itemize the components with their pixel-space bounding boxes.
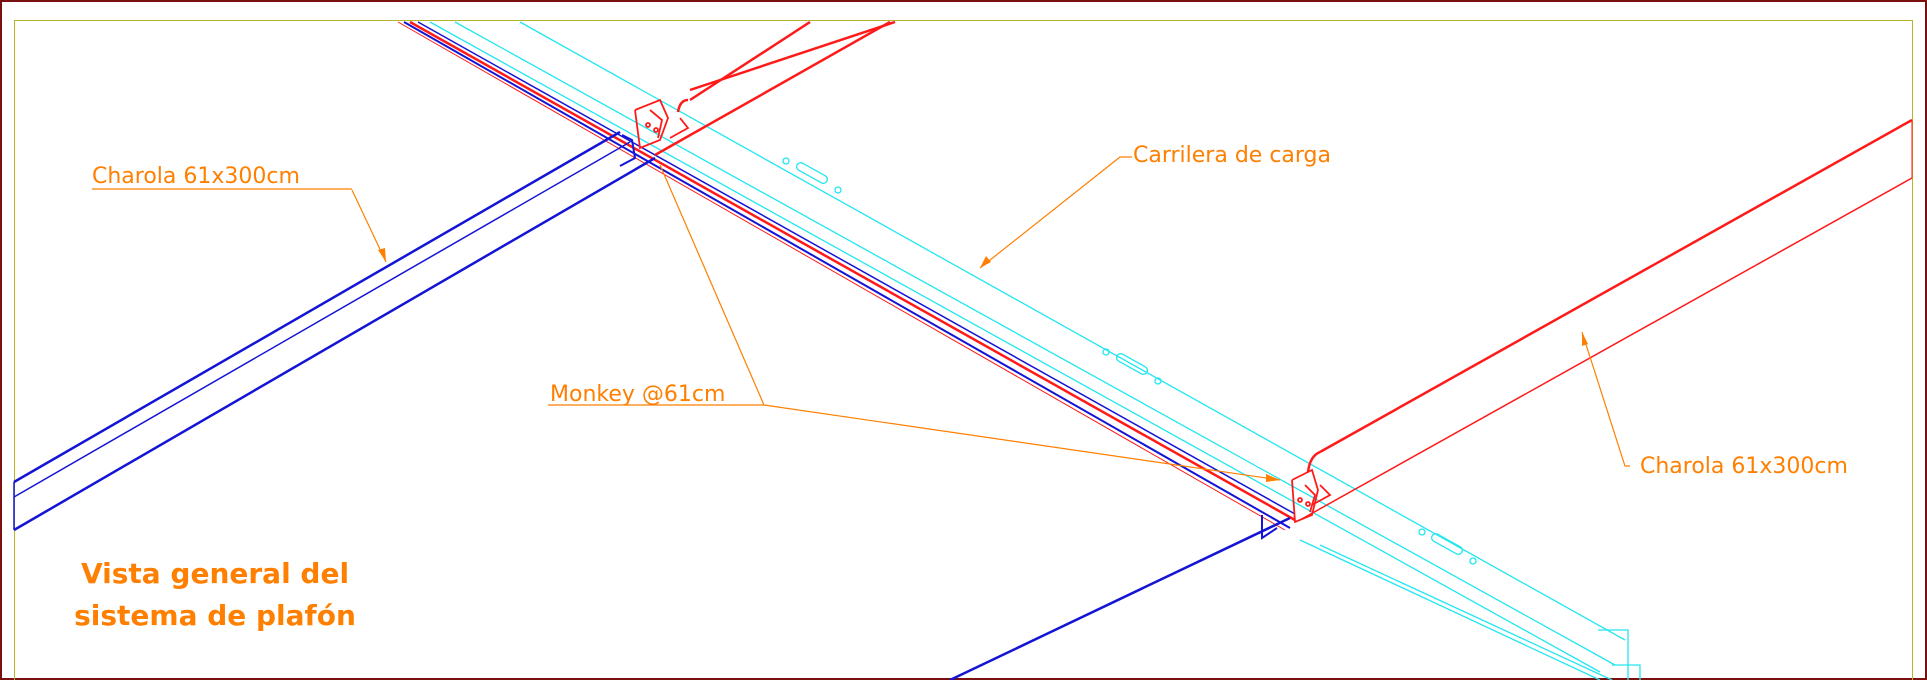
monkey-clip-upper [634,98,690,150]
drawing-inner-border [14,20,1913,680]
charola-lower [949,515,1291,680]
charola-right [1299,118,1913,521]
leader-lines [351,156,1630,481]
title-line-2: sistema de plafón [74,599,356,632]
label-charola-right: Charola 61x300cm [1640,454,1848,479]
label-carrilera-de-carga: Carrilera de carga [1133,143,1331,168]
label-underlines [92,188,764,406]
charola-left [13,130,656,532]
charola-upper [654,20,896,157]
title-line-1: Vista general del [80,557,350,590]
label-charola-left: Charola 61x300cm [92,164,300,189]
drawing-title: Vista general del sistema de plafón [50,553,380,637]
leader-arrowheads [378,248,1588,482]
label-monkey: Monkey @61cm [550,382,726,407]
carrilera-de-carga [429,21,1641,680]
main-tee-rail [397,20,1296,531]
monkey-clip-lower [1291,468,1332,524]
